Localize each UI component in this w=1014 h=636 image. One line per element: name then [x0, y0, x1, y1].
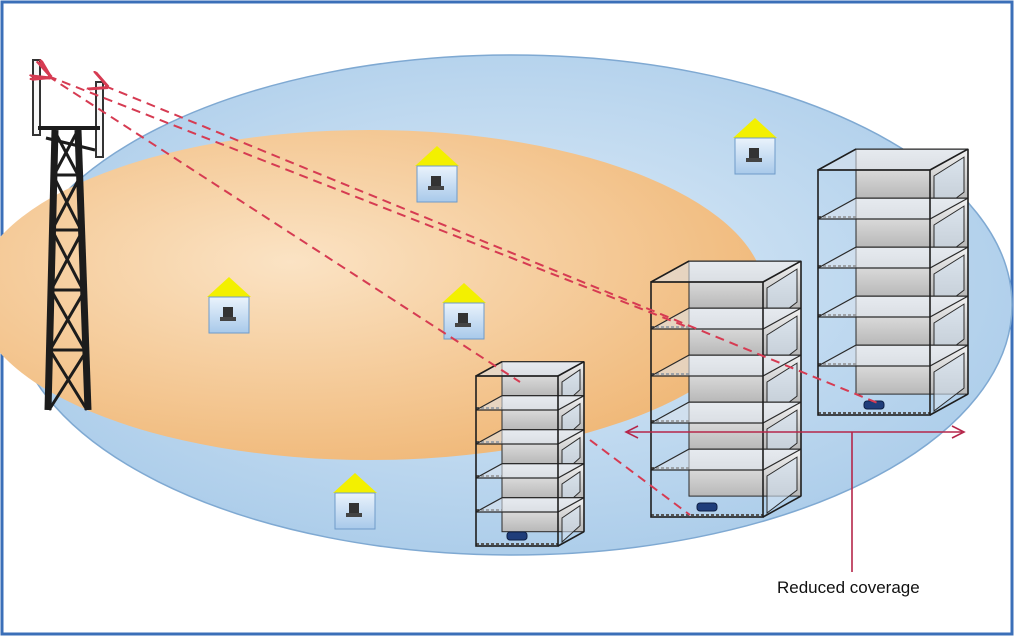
reduced-coverage-indicator — [624, 425, 966, 572]
house-icon — [415, 146, 459, 203]
building-floor — [650, 448, 802, 516]
building-floor — [475, 361, 585, 409]
house-icon — [207, 277, 251, 334]
modem-icon — [696, 502, 718, 512]
building-medium — [650, 260, 802, 518]
signal-path — [48, 76, 691, 329]
house-icon — [442, 283, 486, 340]
building-small — [475, 360, 585, 547]
laptop-icon — [346, 503, 362, 517]
building-floor — [817, 295, 969, 365]
laptop-icon — [455, 313, 471, 327]
cell-tower-icon — [32, 59, 104, 411]
laptop-icon — [220, 307, 236, 321]
building-tall — [817, 148, 969, 416]
reduced-coverage-label: Reduced coverage — [777, 578, 920, 597]
laptop-icon — [746, 148, 762, 162]
laptop-icon — [428, 176, 444, 190]
modem-icon — [506, 531, 528, 541]
building-floor — [475, 497, 585, 545]
building-floor — [475, 395, 585, 443]
signal-path — [589, 439, 691, 516]
signal-path — [105, 86, 881, 405]
signal-paths — [48, 76, 881, 516]
house-icon — [733, 118, 777, 175]
house-icon — [333, 473, 377, 530]
building-floor — [650, 260, 802, 328]
signal-path — [48, 76, 521, 383]
